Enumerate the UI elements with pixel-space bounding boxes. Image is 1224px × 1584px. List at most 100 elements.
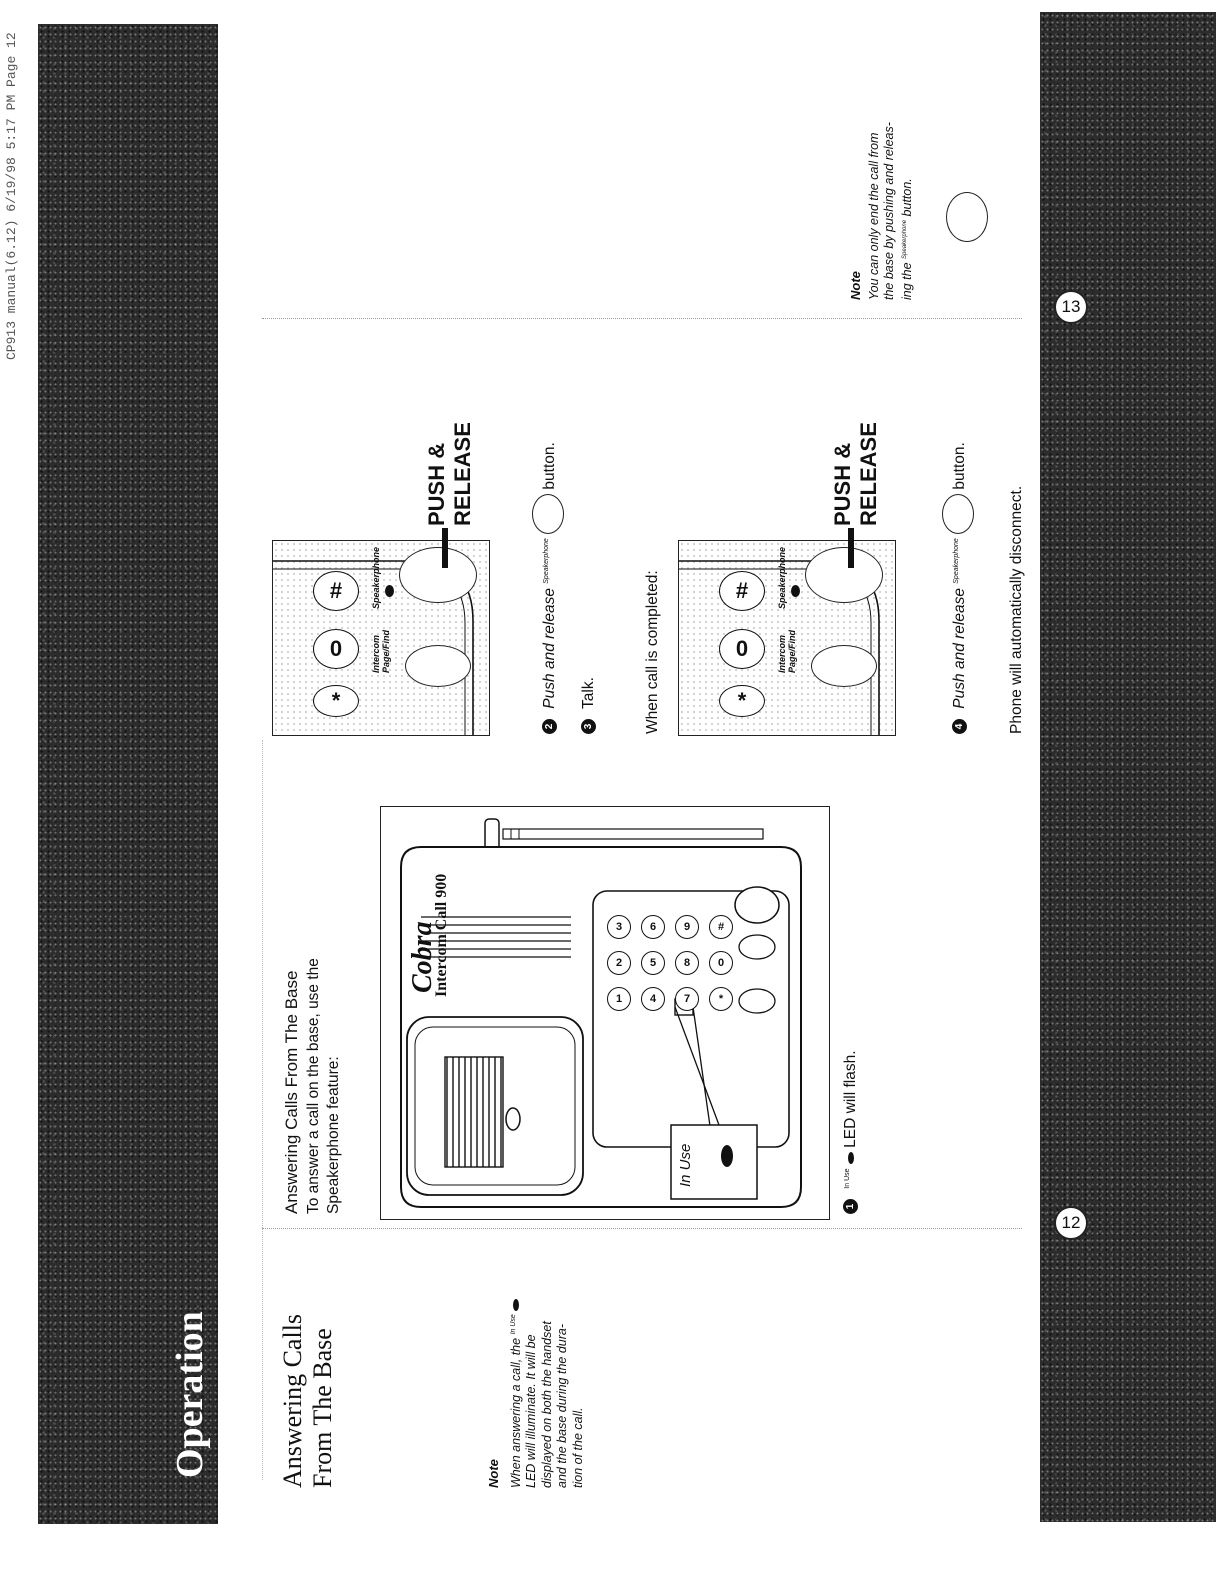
- base-key-0: 0: [709, 951, 733, 975]
- base-key-2: 2: [607, 951, 631, 975]
- model-name: Intercom Call 900: [433, 873, 450, 997]
- step-3-number: 3: [581, 719, 596, 734]
- step-1-number: 1: [843, 1199, 858, 1214]
- step-4-action: Push and release: [951, 588, 968, 709]
- step-2-number: 2: [542, 719, 557, 734]
- step-1: 1 In Use LED will flash.: [842, 1050, 860, 1214]
- note-right: Note You can only end the call from the …: [848, 122, 915, 300]
- push-release-bottom: PUSH & RELEASE: [830, 422, 882, 526]
- closeup-top-speakerphone-button: [399, 547, 477, 603]
- note-left-line1: When answering a call, the: [508, 1337, 523, 1488]
- divider-vertical: [262, 740, 265, 1480]
- scan-header: CP913 manual(6.12) 6/19/98 5:17 PM Page …: [4, 32, 19, 360]
- step-2-sup: Speakerphone: [542, 538, 550, 584]
- step-2-action: Push and release: [541, 588, 558, 709]
- push-release-top-line1: PUSH &: [424, 442, 449, 526]
- base-key-6: 6: [641, 915, 665, 939]
- closeup-top-page-label: Page/Find: [381, 629, 391, 673]
- closeup-bottom-key-0: 0: [719, 629, 765, 669]
- intro-title: Answering Calls From The Base: [282, 970, 301, 1214]
- push-release-top-line2: RELEASE: [450, 422, 475, 526]
- base-key-1: 1: [607, 987, 631, 1011]
- push-release-bottom-line2: RELEASE: [856, 422, 881, 526]
- step-1-text: LED will flash.: [842, 1050, 859, 1148]
- step-2-text: button.: [541, 442, 558, 490]
- step-4: 4 Push and release Speakerphone button.: [942, 442, 974, 734]
- when-completed: When call is completed:: [644, 570, 661, 734]
- keypad-closeup-top: * 0 # Intercom Page/Find Speakerphone: [272, 540, 490, 736]
- led-icon: [512, 1298, 519, 1311]
- intro-line2: Speakerphone feature:: [325, 1056, 342, 1214]
- step-4-number: 4: [952, 719, 967, 734]
- closeup-top-key-hash: #: [313, 571, 359, 611]
- closeup-bottom-page-label: Page/Find: [787, 629, 797, 673]
- speakerphone-button-icon: [942, 493, 974, 534]
- step-2: 2 Push and release Speakerphone button.: [532, 442, 564, 734]
- page-number-right: 13: [1054, 290, 1088, 324]
- speakerphone-button-icon: [946, 192, 988, 242]
- closeup-top-speaker-label: Speakerphone: [371, 546, 381, 609]
- step-3-text: Talk.: [580, 677, 597, 709]
- closeup-bottom-intercom-label: Intercom: [777, 634, 787, 673]
- base-unit-drawing: [400, 818, 802, 1208]
- base-key-4: 4: [641, 987, 665, 1011]
- base-key-hash: #: [709, 915, 733, 939]
- in-use-callout-label: In Use: [677, 1143, 694, 1187]
- closeup-bottom-speaker-label: Speakerphone: [777, 546, 787, 609]
- note-left-line5: tion of the call.: [570, 1407, 585, 1488]
- base-unit-illustration: 3 6 9 # 2 5 8 0 1 4 7 * Cobra Intercom C…: [380, 806, 830, 1220]
- note-right-line2: the base by pushing and releas-: [882, 122, 896, 300]
- pointer-bottom: [848, 528, 854, 568]
- closeup-bottom-key-star: *: [719, 685, 765, 717]
- footer-band: [1040, 12, 1216, 1522]
- note-right-line3-pre: ing the: [899, 262, 914, 300]
- base-key-5: 5: [641, 951, 665, 975]
- note-right-line3-post: button.: [899, 178, 914, 217]
- note-left: Note When answering a call, the In Use L…: [486, 1298, 586, 1488]
- page-number-left: 12: [1054, 1206, 1088, 1240]
- section-heading-line2: From The Base: [308, 1328, 337, 1488]
- base-key-3: 3: [607, 915, 631, 939]
- note-right-line3-sup: Speakerphone: [901, 219, 908, 259]
- push-release-top: PUSH & RELEASE: [424, 422, 476, 526]
- step-4-sup: Speakerphone: [952, 538, 960, 584]
- intro: Answering Calls From The Base To answer …: [282, 958, 344, 1214]
- step-3: 3 Talk.: [580, 677, 598, 734]
- step-1-sup: In Use: [843, 1168, 851, 1189]
- closeup-bottom-led-icon: [791, 585, 800, 597]
- closeup-top-led-icon: [385, 585, 394, 597]
- note-left-heading: Note: [486, 1459, 501, 1488]
- pointer-top: [442, 528, 448, 568]
- note-left-line4: and the base during the dura-: [555, 1323, 570, 1488]
- divider-right: [262, 318, 1022, 319]
- keypad-closeup-bottom: * 0 # Intercom Page/Find Speakerphone: [678, 540, 896, 736]
- closeup-top-intercom-label: Intercom: [371, 634, 381, 673]
- band-title-left: Operation: [169, 1311, 211, 1478]
- closeup-top-key-0: 0: [313, 629, 359, 669]
- base-keypad: 3 6 9 # 2 5 8 0 1 4 7 *: [607, 915, 737, 1115]
- speakerphone-button-icon: [532, 493, 564, 534]
- step-4-text: button.: [951, 442, 968, 490]
- closeup-top-key-star: *: [313, 685, 359, 717]
- closeup-bottom-key-hash: #: [719, 571, 765, 611]
- push-release-bottom-line1: PUSH &: [830, 442, 855, 526]
- note-right-heading: Note: [848, 271, 863, 300]
- led-icon: [848, 1152, 854, 1165]
- base-key-9: 9: [675, 915, 699, 939]
- note-left-line2: LED will illuminate. It will be: [524, 1334, 539, 1488]
- closeup-bottom-speakerphone-button: [805, 547, 883, 603]
- disconnect-text: Phone will automatically disconnect.: [1008, 485, 1025, 734]
- base-key-7: 7: [675, 987, 699, 1011]
- closeup-top-intercom-button: [405, 645, 471, 687]
- closeup-bottom-intercom-button: [811, 645, 877, 687]
- divider-left: [262, 1228, 1022, 1229]
- intro-line1: To answer a call on the base, use the: [305, 958, 322, 1214]
- note-right-line1: You can only end the call from: [866, 132, 881, 300]
- section-heading-line1: Answering Calls: [278, 1313, 307, 1488]
- base-key-star: *: [709, 987, 733, 1011]
- base-key-8: 8: [675, 951, 699, 975]
- in-use-led-icon: [721, 1145, 733, 1167]
- note-left-line3: displayed on both the handset: [539, 1321, 554, 1488]
- in-use-sup: In Use: [509, 1314, 517, 1335]
- section-heading: Answering Calls From The Base: [278, 1314, 338, 1488]
